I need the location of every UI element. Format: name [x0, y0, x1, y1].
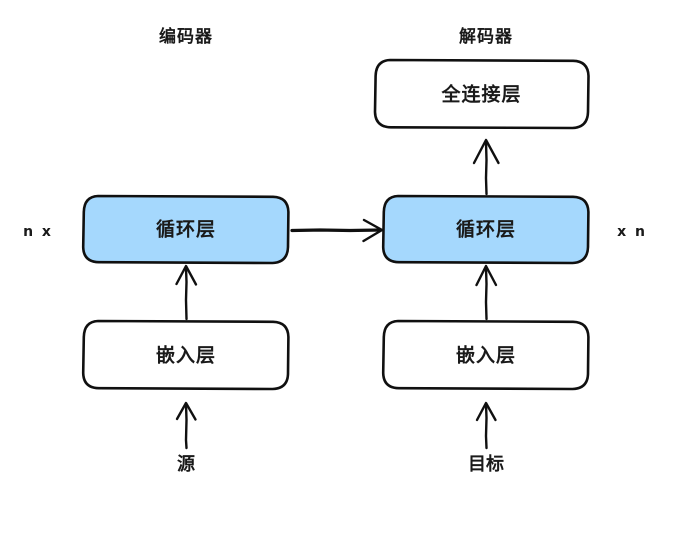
edge-target-to-decoder-embedding [475, 401, 497, 450]
decoder-recurrent-label: 循环层 [456, 218, 516, 241]
node-decoder-recurrent[interactable]: 循环层 [381, 194, 590, 265]
node-encoder-embedding[interactable]: 嵌入层 [81, 319, 290, 391]
edge-decoder-recurrent-to-dense [472, 138, 500, 196]
encoder-repeat-label: n x [23, 224, 53, 240]
node-encoder-recurrent[interactable]: 循环层 [81, 194, 290, 265]
encoder-recurrent-label: 循环层 [156, 218, 216, 241]
encoder-embedding-label: 嵌入层 [156, 344, 216, 367]
decoder-dense-label: 全连接层 [440, 83, 521, 106]
target-input-label: 目标 [468, 453, 504, 475]
source-input-label: 源 [177, 453, 195, 475]
decoder-group-title: 解码器 [459, 26, 513, 47]
edge-source-to-encoder-embedding [175, 401, 197, 450]
edge-encoder-embedding-to-recurrent [175, 264, 198, 321]
node-decoder-dense[interactable]: 全连接层 [373, 58, 590, 130]
node-decoder-embedding[interactable]: 嵌入层 [381, 319, 590, 391]
edge-encoder-recurrent-to-decoder-recurrent [290, 218, 384, 243]
decoder-embedding-label: 嵌入层 [456, 344, 516, 367]
encoder-group-title: 编码器 [159, 26, 213, 47]
decoder-repeat-label: x n [617, 224, 647, 240]
edge-decoder-embedding-to-recurrent [475, 264, 498, 321]
